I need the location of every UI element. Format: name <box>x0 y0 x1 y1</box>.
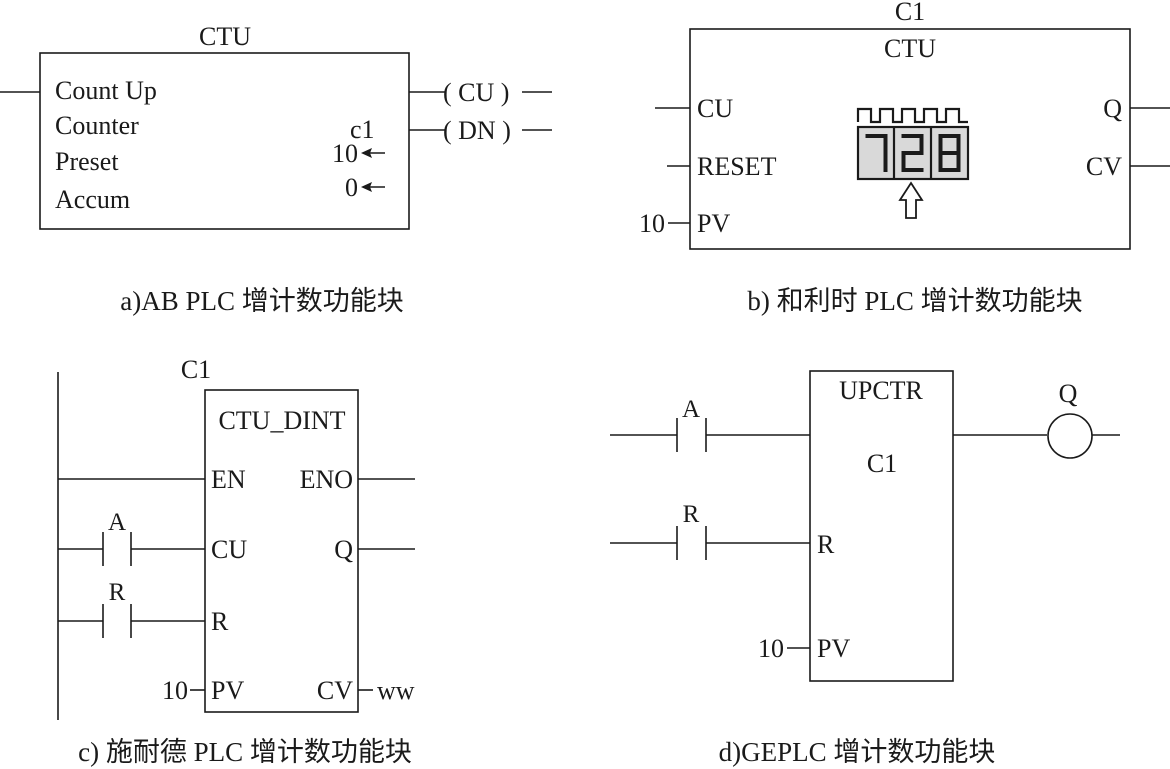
display-digit-1 <box>865 134 888 172</box>
panel-a-counter-name: c1 <box>350 115 375 144</box>
panel-b-pv-value: 10 <box>639 209 665 238</box>
panel-a-accum-value: 0 <box>345 173 358 202</box>
up-arrow-icon <box>898 181 924 219</box>
panel-b-input-pv: PV <box>697 209 730 238</box>
panel-b-output-q: Q <box>1103 94 1122 123</box>
panel-b-instance: C1 <box>895 0 925 26</box>
display-segment <box>901 134 924 138</box>
panel-a-coil-dn: ( DN ) <box>443 116 511 145</box>
contact-a-icon <box>676 418 707 452</box>
panel-c-input-pv: PV <box>211 676 244 705</box>
panel-c-cv-variable: ww <box>377 676 415 705</box>
panel-a-block <box>39 52 410 230</box>
panel-c-contact-r-label: R <box>109 579 126 606</box>
panel-d-contact-r-label: R <box>683 501 700 528</box>
panel-d-caption: d)GEPLC 增计数功能块 <box>719 737 996 767</box>
panel-d-instance: C1 <box>867 449 897 478</box>
panel-c-block <box>204 389 359 713</box>
panel-b-caption: b) 和利时 PLC 增计数功能块 <box>747 286 1082 316</box>
panel-d-pv-value: 10 <box>758 634 784 663</box>
display-digit-2 <box>901 134 924 172</box>
panel-d: UPCTR C1 A R R 10 PV Q d)GEPLC 增计数功能块 <box>610 370 1120 767</box>
panel-c-pv-value: 10 <box>162 676 188 705</box>
panel-c-input-r: R <box>211 607 229 636</box>
panel-a-caption: a)AB PLC 增计数功能块 <box>120 286 404 316</box>
display-segment <box>919 134 924 153</box>
display-segment <box>883 134 888 153</box>
panel-b-input-cu: CU <box>697 94 733 123</box>
display-segment <box>901 151 924 155</box>
panel-d-input-pv: PV <box>817 634 850 663</box>
display-digit-3 <box>938 134 961 172</box>
contact-r-icon <box>102 604 132 638</box>
accum-arrow-icon <box>361 182 385 192</box>
panel-a-preset-value: 10 <box>332 139 358 168</box>
panel-d-title: UPCTR <box>839 376 923 405</box>
panel-d-input-r: R <box>817 530 835 559</box>
panel-a-coil-cu: ( CU ) <box>443 78 509 107</box>
panel-a-line-4: Accum <box>55 185 130 214</box>
panel-b-title: CTU <box>884 34 936 63</box>
panel-c-output-cv: CV <box>317 676 353 705</box>
panel-c: C1 CTU_DINT EN A CU R R 10 PV ENO Q CV <box>57 355 415 767</box>
panel-c-output-q: Q <box>334 535 353 564</box>
display-segment <box>956 153 961 172</box>
panel-b: C1 CTU CU RESET 10 PV Q CV b) 和利时 PLC 增计… <box>639 0 1170 316</box>
panel-b-output-cv: CV <box>1086 152 1122 181</box>
display-segment <box>938 134 961 138</box>
panel-a-line-1: Count Up <box>55 76 157 105</box>
panel-c-output-eno: ENO <box>300 465 353 494</box>
panel-d-block <box>809 370 954 682</box>
panel-c-instance: C1 <box>181 355 211 384</box>
display-segment <box>938 134 943 153</box>
display-segment <box>938 153 943 172</box>
panel-a-line-3: Preset <box>55 147 119 176</box>
panel-c-input-en: EN <box>211 465 246 494</box>
panel-c-title: CTU_DINT <box>218 406 345 435</box>
display-segment <box>883 153 888 172</box>
panel-a-line-2: Counter <box>55 111 139 140</box>
display-segment <box>938 168 961 172</box>
display-segment <box>901 153 906 172</box>
panel-c-contact-a-label: A <box>108 509 126 536</box>
panel-a: CTU Count Up Counter Preset Accum c1 10 … <box>0 22 552 316</box>
display-segment <box>956 134 961 153</box>
display-segment <box>938 151 961 155</box>
panel-a-title: CTU <box>199 22 251 51</box>
panel-b-input-reset: RESET <box>697 152 777 181</box>
coil-q-icon <box>1047 413 1093 459</box>
preset-arrow-icon <box>361 148 385 158</box>
pulse-train-icon <box>856 107 968 124</box>
panel-c-caption: c) 施耐德 PLC 增计数功能块 <box>78 737 412 767</box>
display-segment <box>865 134 888 138</box>
contact-r-icon <box>676 526 707 560</box>
display-segment <box>901 168 924 172</box>
panel-c-input-cu: CU <box>211 535 247 564</box>
panel-d-coil-label: Q <box>1059 379 1078 408</box>
contact-a-icon <box>102 532 132 566</box>
panel-d-contact-a-label: A <box>682 396 700 423</box>
